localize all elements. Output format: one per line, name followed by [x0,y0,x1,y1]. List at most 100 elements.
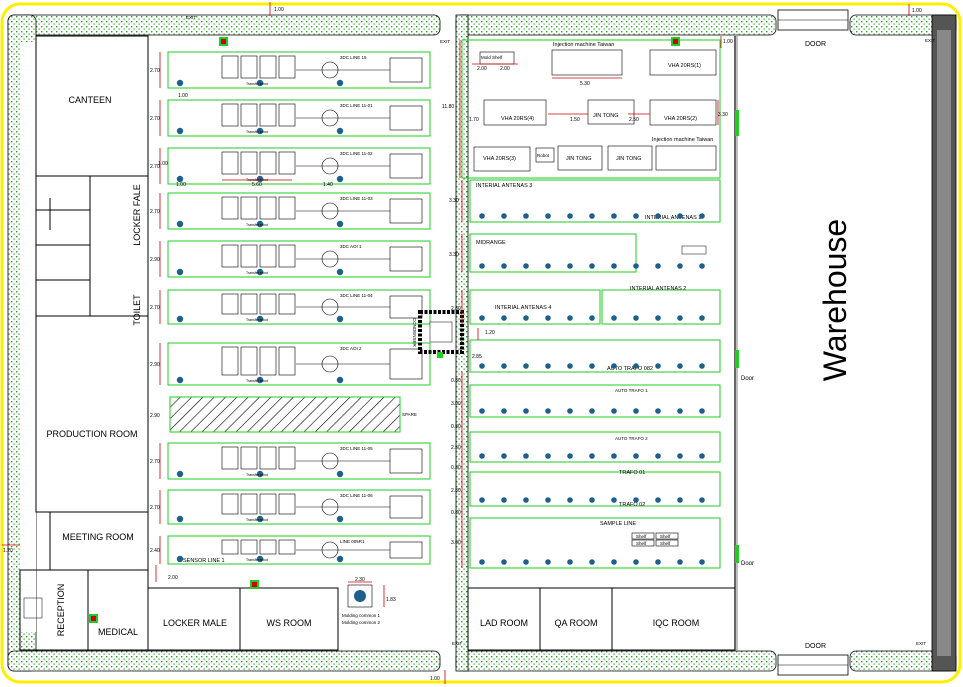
dim-0-80d: 0.80 [451,510,461,516]
end-station [389,448,423,474]
dim-1-83: 1.83 [386,597,396,603]
sensor-line-label: SENSOR LINE 1 [183,558,225,564]
dim-3-00b: 3.00 [451,540,461,546]
operator-marker [611,363,617,369]
machine-block [259,346,277,376]
door-bottom-label: DOOR [805,643,826,650]
operator-marker [545,363,551,369]
operator-marker [176,220,184,228]
machine-block [240,55,258,79]
medical-label: MEDICAL [98,627,138,637]
injection-2-label: Injection machine Taiwan [652,137,713,143]
spare-label: SPARE [402,412,417,417]
operator-marker [479,213,485,219]
injection-area: Mold Shelf Injection machine Taiwan Inje… [461,39,721,179]
line-dimension-label: 2.70 [150,459,160,465]
machine-block [240,151,258,175]
door-top-label: DOOR [805,41,826,48]
reception-label: RECEPTION [56,584,66,637]
auto-trafo-2-label: AUTO TRAFO 2 [615,436,648,441]
end-station [389,57,423,83]
operator-marker [699,363,705,369]
safety-markers [89,37,680,623]
operator-marker [545,559,551,565]
dim-2-30: 2.30 [355,577,365,583]
machine-block [221,244,239,268]
door-side-2-label: Door [741,561,754,567]
dim-1-70: 1.70 [469,117,479,123]
operator-marker [336,376,344,384]
operator-marker [479,559,485,565]
operator-marker [699,559,705,565]
machine-block [221,103,239,127]
line-dimension-label: 2.40 [150,548,160,554]
operator-marker [176,555,184,563]
midrange-label: MIDRANGE [476,240,506,246]
line-dimension-label: 2.70 [150,68,160,74]
operator-marker [523,408,529,414]
machine-block [240,244,258,268]
operator-marker [545,497,551,503]
lad-room-label: LAD ROOM [480,618,528,628]
machine-block [240,493,258,515]
operator-marker [633,263,639,269]
operator-marker [336,127,344,135]
machine-block [259,55,277,79]
dim-top-2: 1.00 [723,39,733,45]
line-dimension-label: 2.70 [150,305,160,311]
transfer-label: Transfer robot [246,223,268,227]
dim-2-00c: 2.00 [168,575,178,581]
dim-0-80a: 0.80 [451,378,461,384]
operator-marker [479,497,485,503]
operator-marker [567,213,573,219]
transfer-label: Transfer robot [246,82,268,86]
operator-marker [176,315,184,323]
left-building-perimeter [7,14,441,672]
dim-1-00a: 1.00 [178,93,188,99]
door-side-1-label: Door [741,376,754,382]
operator-marker [699,497,705,503]
operator-marker [523,315,529,321]
exit-label-1: EXIT [186,15,196,20]
dim-1-00b: 1.00 [176,182,186,188]
operator-marker [256,555,264,563]
operator-marker [611,453,617,459]
operator-marker [523,559,529,565]
dim-3-00a: 3.00 [451,401,461,407]
transfer-label: Transfer robot [246,130,268,134]
dimension-annotations: 1.00 1.00 1.00 1.00 1.20 11.80 5.30 2.00… [2,2,922,684]
vha-4-label: VHA 20RS(4) [501,116,534,122]
injection-1-label: Injection machine Taiwan [553,42,614,48]
operator-marker [501,213,507,219]
shelf-label-3: Shelf [636,541,647,546]
transfer-label: Transfer robot [246,379,268,383]
operator-marker [523,263,529,269]
dim-0-80c: 0.80 [451,465,461,471]
production-room-label: PRODUCTION ROOM [47,429,138,439]
machine-block [259,151,277,175]
operator-marker [336,470,344,478]
operator-marker [567,497,573,503]
operator-marker [567,363,573,369]
trafo-02-label: TRAFO 02 [619,502,645,508]
machine-block [259,103,277,127]
operator-marker [611,408,617,414]
operator-marker [677,497,683,503]
transfer-label: Transfer robot [246,518,268,522]
end-station [389,153,423,179]
machine-block [259,293,277,315]
dim-top-1: 1.00 [274,7,284,13]
exit-label-2: EXIT [440,39,450,44]
interial-antenas-1-label: INTERIAL ANTENAS 1 [645,215,701,221]
line-name-label: 3DC AOI 2 [340,346,362,351]
interial-antenas-3-label: INTERIAL ANTENAS 3 [476,183,532,189]
operator-marker [699,315,705,321]
operator-marker [176,268,184,276]
machine-block [221,151,239,175]
machine-block [240,196,258,220]
line-name-label: LINE 005R1 [340,539,365,544]
operator-marker [501,315,507,321]
dim-2-50b: 2.50 [451,445,461,451]
